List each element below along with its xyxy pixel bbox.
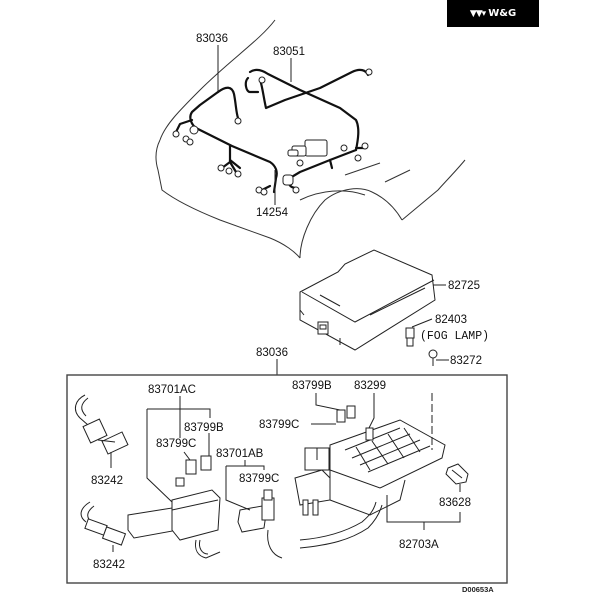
relay-box-82703a-drawing: [294, 405, 446, 549]
label-83628: 83628: [439, 497, 471, 509]
label-83799b-left: 83799B: [184, 422, 224, 434]
connector-83242-lower-drawing: [80, 501, 127, 546]
brand-name: W&G: [488, 8, 517, 19]
fuse-box-cover-drawing: [299, 249, 436, 351]
fog-lamp-fuse-drawing: [405, 327, 415, 347]
leader-82403: [411, 318, 433, 328]
harness-83036-drawing: [172, 86, 278, 196]
label-fog-lamp: (FOG LAMP): [420, 330, 489, 343]
label-83299: 83299: [354, 380, 386, 392]
label-82703a: 82703A: [399, 539, 439, 551]
label-83242-upper: 83242: [91, 475, 123, 487]
clip-83628-drawing: [445, 463, 469, 485]
harness-83051-drawing: [244, 68, 373, 194]
leader-83701ab-top: [226, 465, 265, 470]
vehicle-body-outline: [155, 19, 466, 259]
detail-frame: [66, 374, 508, 584]
brand-logo-icon: ▼▼▾: [469, 8, 486, 19]
label-83051: 83051: [273, 46, 305, 58]
relay-block-83701ab-drawing: [237, 489, 283, 559]
leader-83799c-left: [183, 451, 191, 461]
leader-83701ac-top: [147, 408, 211, 418]
label-83799c-right: 83799C: [259, 419, 299, 431]
leader-83299: [368, 393, 375, 429]
label-83799c-mid: 83799C: [239, 473, 279, 485]
brand-badge: ▼▼▾ W&G: [447, 0, 539, 27]
leader-83701ab-left: [225, 466, 251, 511]
label-83701ac: 83701AC: [148, 384, 196, 396]
drawing-code: D00653A: [462, 585, 494, 594]
label-83036-box: 83036: [256, 347, 288, 359]
bolt-drawing: [428, 349, 438, 366]
label-83701ab: 83701AB: [216, 448, 264, 460]
leader-83799b-right: [315, 393, 341, 411]
label-83242-lower: 83242: [93, 559, 125, 571]
connector-83242-upper-drawing: [74, 394, 129, 455]
label-82725: 82725: [448, 280, 480, 292]
label-83799c-left: 83799C: [156, 438, 196, 450]
label-83799b-right: 83799B: [292, 380, 332, 392]
label-83272: 83272: [450, 355, 482, 367]
leader-83701ac-left: [146, 409, 173, 503]
label-83036-harness: 83036: [196, 33, 228, 45]
relay-block-83701ac-drawing: [127, 455, 221, 559]
label-82403: 82403: [435, 314, 467, 326]
label-14254: 14254: [256, 207, 289, 219]
